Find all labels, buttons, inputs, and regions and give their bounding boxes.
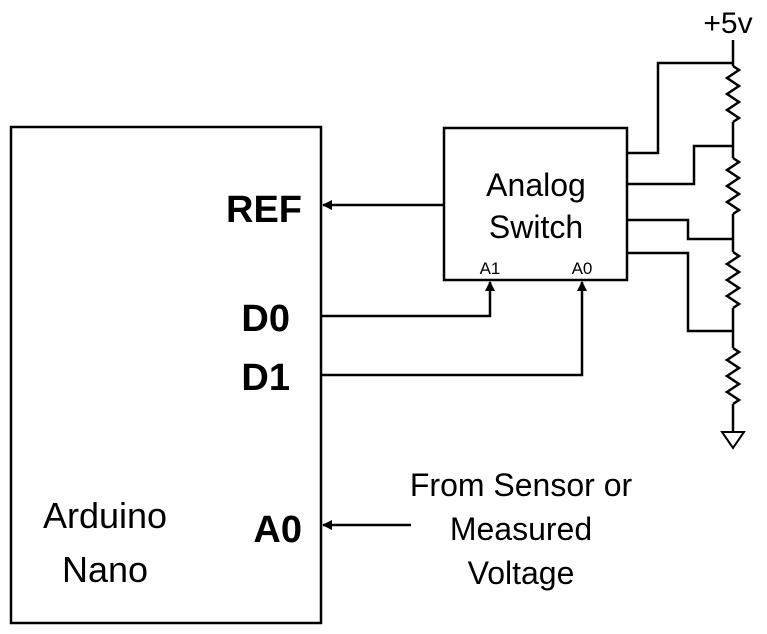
tap-wire-3 bbox=[627, 218, 733, 241]
tap-wire-4 bbox=[627, 251, 733, 333]
arduino-name-line1: Arduino bbox=[43, 495, 167, 536]
arduino-name-line2: Nano bbox=[62, 549, 148, 590]
pin-ref-label: REF bbox=[226, 189, 302, 231]
resistor-4-icon bbox=[724, 346, 742, 406]
pin-d0-label: D0 bbox=[241, 298, 290, 340]
analog-switch-block bbox=[442, 126, 629, 282]
switch-input-a1-label: A1 bbox=[480, 259, 501, 278]
tap-wire-2 bbox=[627, 144, 733, 186]
sensor-note-line1: From Sensor or bbox=[410, 467, 633, 503]
tap-wire-1 bbox=[627, 61, 733, 155]
sensor-note-line2: Measured bbox=[450, 511, 592, 547]
pin-a0-label: A0 bbox=[253, 509, 302, 551]
switch-title-line1: Analog bbox=[486, 167, 586, 203]
switch-input-a0-label: A0 bbox=[572, 259, 593, 278]
ground-icon bbox=[720, 431, 746, 450]
sensor-note-line3: Voltage bbox=[468, 555, 575, 591]
resistor-ladder bbox=[627, 40, 742, 432]
d0-wire bbox=[321, 281, 495, 318]
resistor-1-icon bbox=[724, 64, 742, 124]
supply-label: +5v bbox=[703, 7, 752, 40]
switch-title-line2: Switch bbox=[489, 209, 583, 245]
d1-wire bbox=[321, 281, 587, 377]
pin-d1-label: D1 bbox=[241, 357, 290, 399]
resistor-3-icon bbox=[724, 250, 742, 310]
resistor-2-icon bbox=[724, 156, 742, 216]
